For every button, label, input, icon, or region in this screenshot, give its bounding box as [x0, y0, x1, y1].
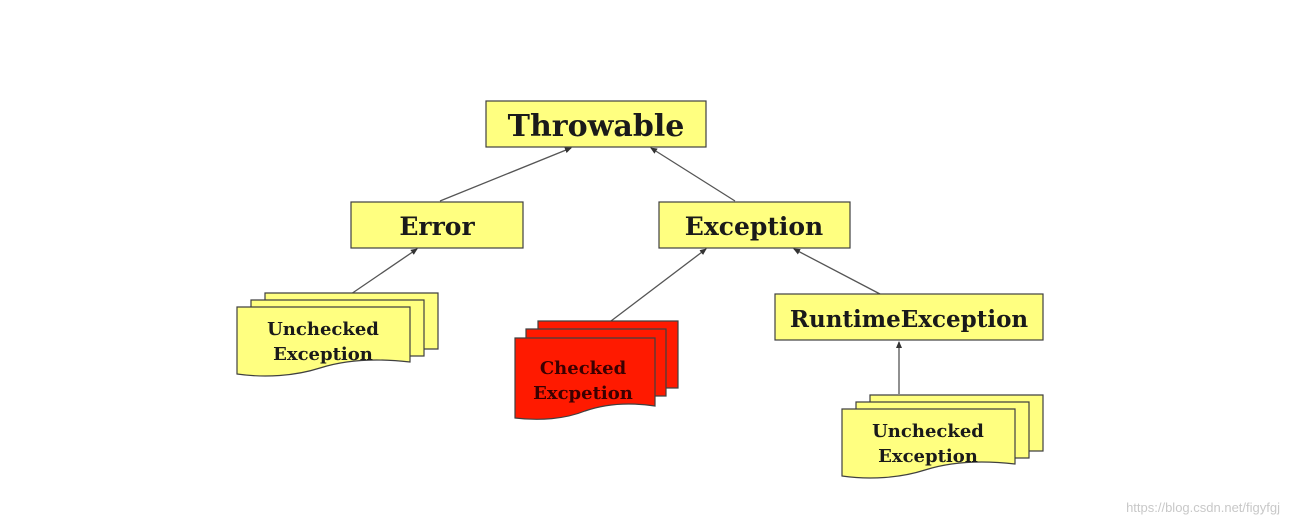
unchecked-error-line2: Exception	[273, 344, 373, 365]
unchecked-error-node: Unchecked Exception	[236, 292, 439, 377]
throwable-label: Throwable	[508, 109, 685, 144]
unchecked-runtime-line2: Exception	[878, 446, 978, 467]
edge-error-to-throwable	[439, 147, 572, 202]
edge-exception-to-throwable	[650, 147, 736, 202]
checked-exception-node: Checked Excpetion	[514, 320, 679, 420]
edge-runtime-to-exception	[793, 248, 881, 295]
error-label: Error	[399, 212, 475, 241]
unchecked-runtime-node: Unchecked Exception	[841, 394, 1044, 479]
exception-label: Exception	[685, 212, 823, 241]
throwable-node: Throwable	[485, 100, 707, 148]
error-node: Error	[350, 201, 524, 249]
watermark-url: https://blog.csdn.net/figyfgj	[1126, 500, 1280, 515]
runtime-exception-node: RuntimeException	[774, 293, 1044, 341]
unchecked-error-line1: Unchecked	[267, 319, 379, 340]
exception-node: Exception	[658, 201, 851, 249]
runtime-exception-label: RuntimeException	[790, 306, 1029, 333]
checked-line2: Excpetion	[533, 383, 633, 404]
edge-checked-to-exception	[610, 248, 707, 322]
checked-line1: Checked	[540, 358, 627, 379]
unchecked-runtime-line1: Unchecked	[872, 421, 984, 442]
edge-unchecked-error-to-error	[350, 248, 418, 295]
